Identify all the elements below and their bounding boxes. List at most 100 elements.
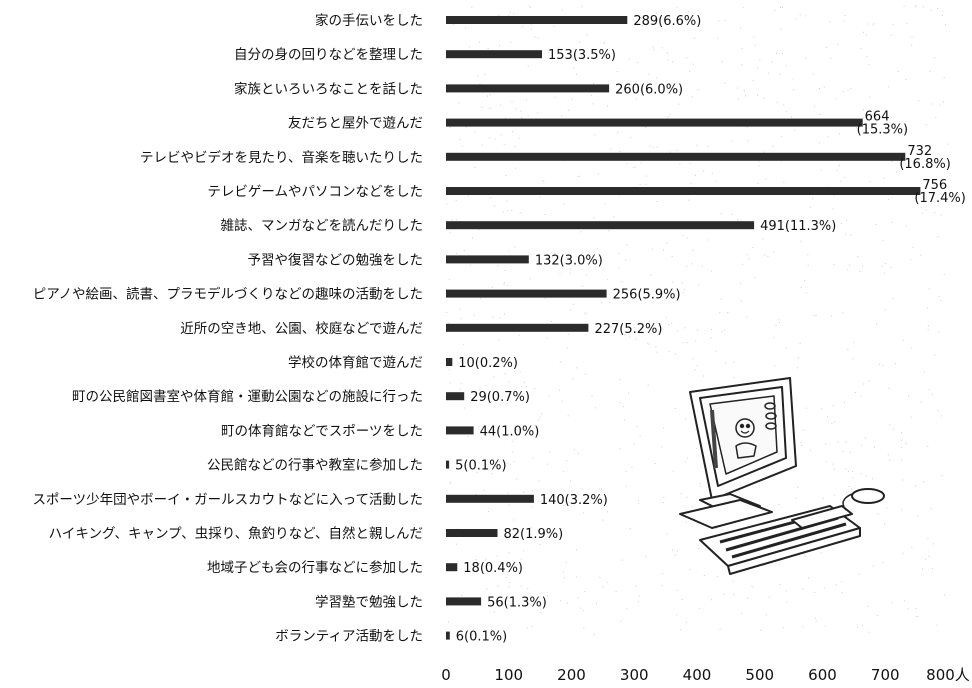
texture-dot bbox=[529, 278, 531, 280]
texture-dot bbox=[489, 94, 491, 96]
texture-dot bbox=[607, 279, 609, 281]
texture-dot bbox=[487, 48, 489, 50]
texture-dot bbox=[845, 468, 847, 470]
texture-dot bbox=[844, 15, 846, 16]
texture-dot bbox=[500, 560, 501, 562]
texture-dot bbox=[699, 482, 701, 484]
texture-dot bbox=[549, 451, 551, 453]
texture-dot bbox=[691, 263, 693, 265]
texture-dot bbox=[474, 564, 476, 566]
texture-dot bbox=[603, 43, 605, 45]
texture-dot bbox=[647, 326, 649, 328]
texture-dot bbox=[752, 586, 754, 588]
texture-dot bbox=[543, 181, 545, 183]
texture-dot bbox=[807, 254, 809, 256]
texture-dot bbox=[635, 98, 637, 100]
texture-dot bbox=[797, 367, 798, 369]
texture-dot bbox=[801, 444, 802, 446]
texture-dot bbox=[837, 441, 839, 443]
texture-dot bbox=[901, 447, 903, 448]
texture-dot bbox=[526, 99, 528, 101]
texture-dot bbox=[446, 311, 448, 313]
texture-dot bbox=[467, 195, 469, 197]
texture-dot bbox=[666, 533, 668, 535]
texture-dot bbox=[876, 323, 877, 325]
category-label: 家の手伝いをした bbox=[315, 12, 423, 29]
texture-dot bbox=[562, 471, 564, 473]
texture-dot bbox=[884, 263, 886, 265]
texture-dot bbox=[623, 406, 625, 408]
texture-dot bbox=[793, 89, 794, 91]
texture-dot bbox=[945, 185, 947, 187]
bar bbox=[446, 529, 498, 537]
texture-dot bbox=[663, 427, 665, 429]
texture-dot bbox=[503, 283, 505, 285]
texture-dot bbox=[727, 312, 729, 313]
texture-dot bbox=[710, 337, 712, 339]
texture-dot bbox=[505, 373, 506, 375]
texture-dot bbox=[820, 169, 822, 171]
texture-dot bbox=[782, 53, 783, 54]
bar bbox=[446, 84, 610, 93]
texture-dot bbox=[882, 365, 884, 366]
texture-dot bbox=[720, 298, 722, 300]
texture-dot bbox=[561, 9, 563, 11]
value-label: 153(3.5%) bbox=[548, 48, 616, 63]
value-label: 6(0.1%) bbox=[456, 630, 507, 645]
texture-dot bbox=[649, 145, 651, 147]
texture-dot bbox=[782, 627, 784, 629]
texture-dot bbox=[654, 463, 656, 465]
texture-dot bbox=[928, 288, 930, 290]
texture-dot bbox=[602, 586, 604, 588]
texture-dot bbox=[506, 571, 508, 573]
texture-dot bbox=[733, 594, 735, 596]
texture-dot bbox=[797, 357, 799, 359]
texture-dot bbox=[859, 271, 861, 272]
texture-dot bbox=[910, 416, 912, 418]
x-tick-label: 400 bbox=[683, 666, 712, 684]
bar bbox=[446, 426, 474, 435]
texture-dot bbox=[593, 217, 595, 219]
texture-dot bbox=[463, 343, 465, 345]
texture-dot bbox=[721, 61, 723, 62]
texture-dot bbox=[626, 244, 628, 246]
texture-dot bbox=[503, 143, 505, 145]
texture-dot bbox=[511, 440, 513, 442]
texture-dot bbox=[513, 519, 515, 521]
texture-dot bbox=[685, 622, 687, 623]
texture-dot bbox=[498, 15, 500, 16]
texture-dot bbox=[805, 15, 806, 17]
texture-dot bbox=[695, 447, 697, 449]
texture-dot bbox=[559, 273, 561, 275]
texture-dot bbox=[737, 219, 739, 221]
texture-dot bbox=[582, 610, 584, 612]
texture-dot bbox=[667, 59, 669, 61]
texture-dot bbox=[841, 581, 843, 583]
texture-dot bbox=[765, 614, 767, 616]
texture-dot bbox=[862, 625, 863, 627]
texture-dot bbox=[645, 126, 647, 128]
category-label: 公民館などの行事や教室に参加した bbox=[207, 457, 423, 474]
texture-dot bbox=[834, 421, 836, 423]
texture-dot bbox=[866, 56, 868, 58]
texture-dot bbox=[697, 89, 699, 91]
texture-dot bbox=[588, 497, 590, 499]
texture-dot bbox=[911, 44, 913, 46]
texture-dot bbox=[559, 361, 561, 363]
texture-dot bbox=[927, 538, 929, 540]
texture-dot bbox=[779, 73, 781, 75]
texture-dot bbox=[538, 500, 540, 502]
texture-dot bbox=[478, 229, 480, 231]
texture-dot bbox=[656, 289, 658, 291]
texture-dot bbox=[889, 459, 890, 461]
bar bbox=[446, 358, 453, 366]
texture-dot bbox=[945, 24, 946, 26]
x-tick-label: 200 bbox=[557, 666, 586, 684]
texture-dot bbox=[867, 606, 869, 607]
texture-dot bbox=[500, 104, 502, 106]
texture-dot bbox=[610, 148, 612, 150]
texture-dot bbox=[695, 340, 697, 342]
texture-dot bbox=[487, 95, 488, 97]
texture-dot bbox=[863, 109, 864, 111]
value-label: 756 bbox=[922, 178, 947, 193]
